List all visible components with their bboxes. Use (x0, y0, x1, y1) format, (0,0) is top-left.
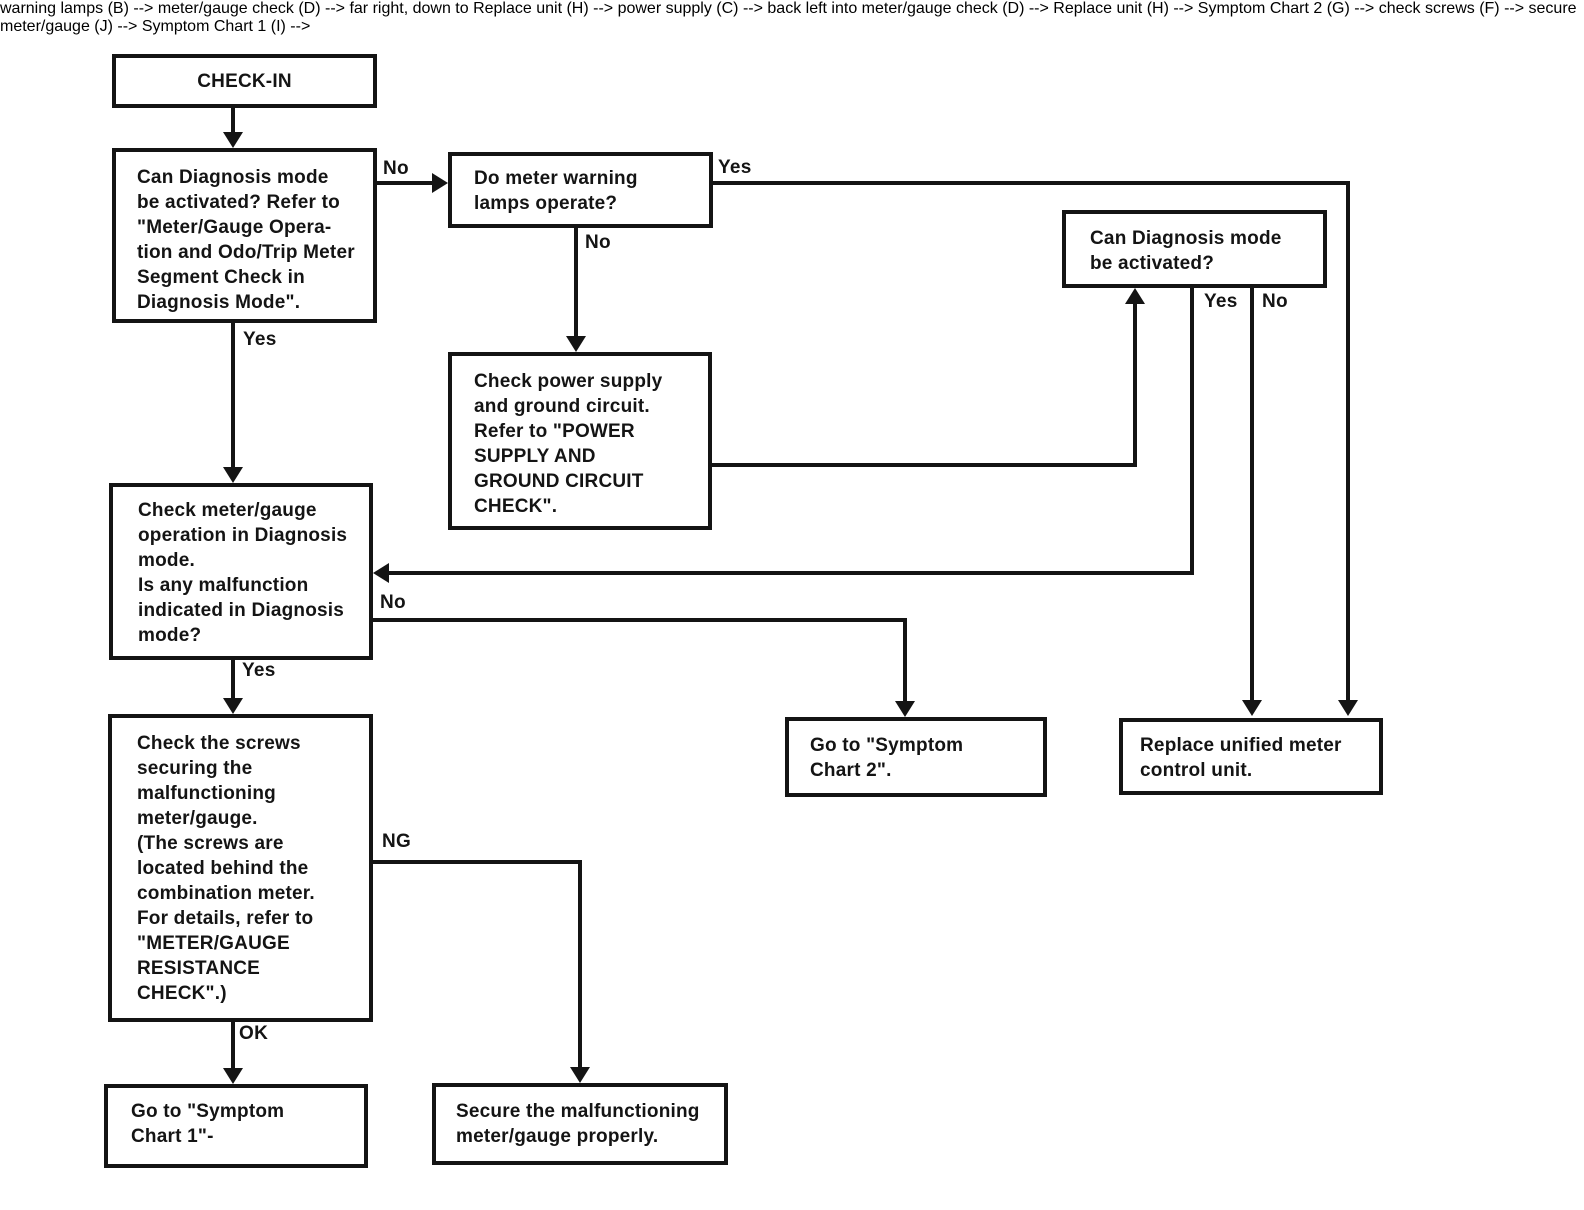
edge-diag2-yes-return (389, 571, 1194, 575)
arrow-down-icon (895, 701, 915, 717)
edge-metergauge-yes-to-screws (231, 660, 235, 700)
arrow-right-icon (432, 173, 448, 193)
label-screws-ng: NG (382, 831, 412, 852)
node-replace-unit: Replace unified meter control unit. (1119, 718, 1383, 795)
edge-lamps-yes-top (713, 181, 1350, 185)
node-meter-gauge-operation: Check meter/gauge operation in Diagnosis… (109, 483, 373, 660)
node-check-in: CHECK-IN (112, 54, 377, 108)
node-secure-meter-gauge: Secure the malfunctioning meter/gauge pr… (432, 1083, 728, 1165)
label-lamps-no: No (585, 232, 611, 253)
edge-power-to-diag2-v (1133, 302, 1137, 467)
node-check-screws: Check the screws securing the malfunctio… (108, 714, 373, 1022)
node-power-supply-check: Check power supply and ground circuit. R… (448, 352, 712, 530)
edge-metergauge-no-v (903, 618, 907, 703)
arrow-down-icon (1338, 700, 1358, 716)
node-can-diagnosis-mode-2: Can Diagnosis mode be activated? (1062, 210, 1327, 288)
edge-checkin-to-diag1 (231, 106, 235, 134)
edge-power-to-diag2-h (712, 463, 1137, 467)
arrow-down-icon (223, 467, 243, 483)
label-lamps-yes: Yes (718, 157, 752, 178)
arrow-down-icon (223, 132, 243, 148)
arrow-down-icon (223, 698, 243, 714)
edge-diag2-yes-drop (1190, 288, 1194, 575)
label-diag1-no: No (383, 158, 409, 179)
edge-screws-ng-h (373, 860, 582, 864)
label-screws-ok: OK (239, 1023, 269, 1044)
arrow-down-icon (570, 1067, 590, 1083)
arrow-down-icon (223, 1068, 243, 1084)
edge-metergauge-no-h (373, 618, 907, 622)
arrow-left-icon (373, 563, 389, 583)
node-can-diagnosis-mode-1: Can Diagnosis mode be activated? Refer t… (112, 148, 377, 323)
edge-diag1-yes-to-metergauge (231, 323, 235, 469)
label-diag1-yes: Yes (243, 329, 277, 350)
label-diag2-yes: Yes (1204, 291, 1238, 312)
label-diag2-no: No (1262, 291, 1288, 312)
edge-screws-ng-v (578, 860, 582, 1069)
node-meter-warning-lamps: Do meter warning lamps operate? (448, 152, 713, 228)
edge-lamps-yes-right-drop (1346, 181, 1350, 702)
edge-diag2-no-to-replace (1250, 288, 1254, 702)
node-symptom-chart-2: Go to "Symptom Chart 2". (785, 717, 1047, 797)
arrow-down-icon (1242, 700, 1262, 716)
arrow-down-icon (566, 336, 586, 352)
node-symptom-chart-1: Go to "Symptom Chart 1"- (104, 1084, 368, 1168)
label-metergauge-no: No (380, 592, 406, 613)
edge-lamps-no-to-power (574, 228, 578, 338)
arrow-up-icon (1125, 288, 1145, 304)
edge-diag1-no-to-lamps (377, 181, 434, 185)
edge-screws-ok-to-symptom1 (231, 1022, 235, 1070)
label-metergauge-yes: Yes (242, 660, 276, 681)
